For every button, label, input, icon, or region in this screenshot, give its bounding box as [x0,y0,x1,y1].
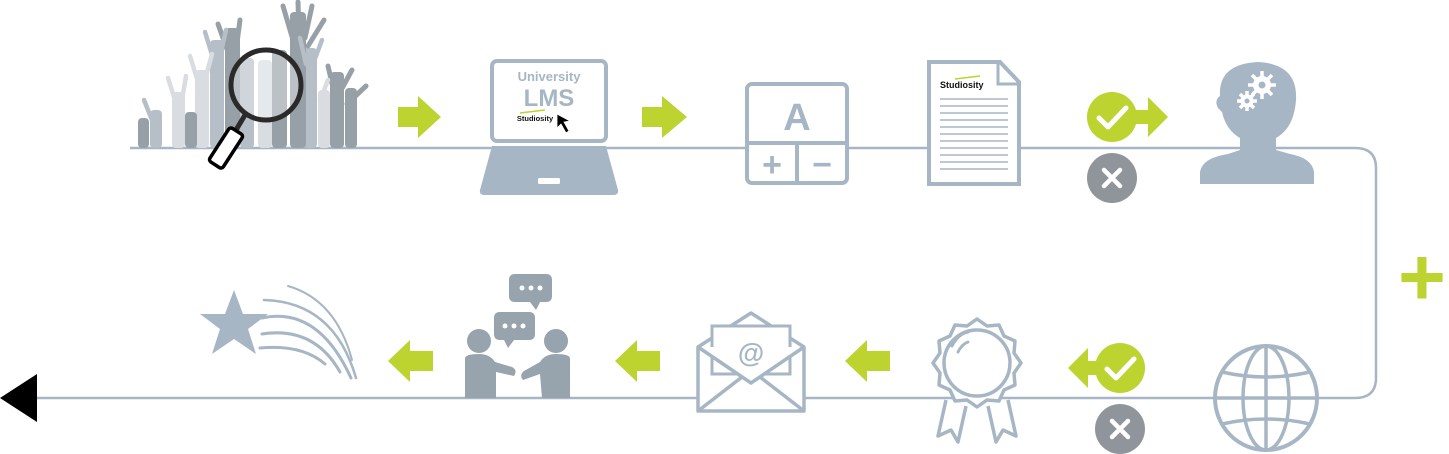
email-envelope-icon: @ [696,311,806,413]
plus-key: + [762,146,782,184]
magnifier-icon [207,47,304,170]
laptop-university-text: University [518,69,582,84]
cursor-icon [556,113,572,134]
calculator-grade-icon: A + − [745,82,849,185]
conversation-icon [465,274,570,398]
next-arrow-1 [398,96,441,138]
laptop-lms-text: LMS [524,85,575,112]
gear-icon [1237,71,1276,111]
thinking-head-icon [1200,62,1314,184]
minus-key: − [812,146,832,184]
document-icon: Studiosity [927,60,1021,186]
next-arrow-2 [642,96,687,138]
reject-icon [1087,153,1137,203]
laptop-icon: University LMS Studiosity [479,59,619,195]
globe-icon [1213,344,1319,452]
email-at-symbol: @ [738,338,764,368]
flow-end-arrowhead [0,374,37,422]
reject-icon-bottom [1095,404,1145,454]
approve-back-arrow-icon [1068,343,1145,393]
award-rosette-icon [931,317,1023,444]
approve-arrow-icon [1087,92,1168,142]
back-arrow-2 [615,340,660,382]
flow-path [32,146,1378,400]
plus-connector-icon: + [1398,232,1446,323]
laptop-brand-text: Studiosity [517,114,554,123]
raised-hands-icon [138,0,369,148]
back-arrow-3 [388,340,433,382]
grade-letter: A [783,97,810,139]
back-arrow-1 [845,340,890,382]
shooting-star-icon [200,285,358,380]
document-brand-text: Studiosity [940,80,984,90]
